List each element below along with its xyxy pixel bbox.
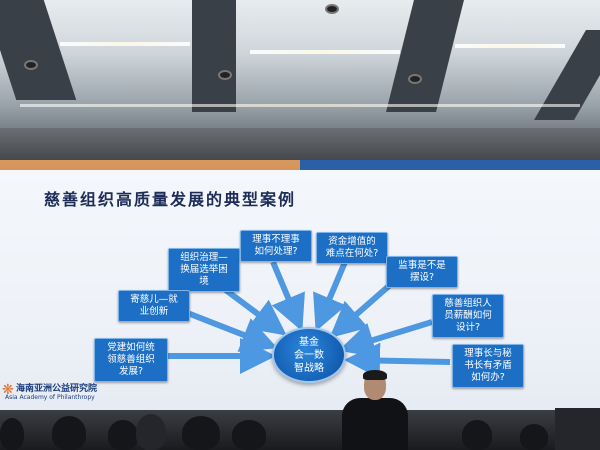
ceiling [0,0,600,150]
audience-head [108,420,138,450]
arrow-n3 [313,260,348,332]
slide-node-salary: 慈善组织人 员薪酬如何 设计? [432,294,504,338]
slide-node-director: 理事不理事 如何处理? [240,230,312,262]
audience-head [136,414,166,450]
audience-head [520,424,548,450]
slide-node-conflict: 理事长与秘 书长有矛盾 如何办? [452,344,524,388]
ceiling-light [20,104,580,107]
logo-name-cn: 海南亚洲公益研究院 [16,384,98,394]
logo-name-en: Asia Academy of Philanthropy [5,394,95,401]
podium [555,408,600,450]
speaker [342,398,408,450]
slide-node-funds: 资金增值的 难点在何处? [316,232,388,264]
slide-center-node: 基金 会一数 智战略 [272,327,346,383]
screen-top-accent [300,160,600,170]
audience-head [52,416,86,450]
ceiling-spotlight [218,70,232,80]
screen-top-accent [0,160,300,172]
logo-icon: ❋ [2,382,14,398]
ceiling-spotlight [408,74,422,84]
arrow-n2 [270,260,305,332]
slide-node-supervisor: 监事是不是 摆设? [386,256,458,288]
ceiling-light [455,44,565,48]
ceiling-spotlight [325,4,339,14]
ceiling-light [60,42,190,46]
arrow-n4 [329,282,392,338]
slide-node-party: 党建如何统 领慈善组织 发展? [94,338,168,382]
slide-title: 慈善组织高质量发展的典型案例 [44,190,297,209]
audience-head [462,420,492,450]
slide-node-employment: 寄慈儿—就 业创新 [118,290,190,322]
arrow-n6 [344,342,451,379]
audience-head [0,418,24,450]
slide-node-governance: 组织治理— 换届选举困 境 [168,248,240,292]
audience-area [0,410,600,450]
ceiling-light [250,50,400,54]
arrow-n5 [338,319,433,358]
speaker-hair [363,370,387,380]
ceiling-beam [192,0,236,112]
audience-head [232,420,266,450]
ceiling-spotlight [24,60,38,70]
audience-head [182,416,220,450]
